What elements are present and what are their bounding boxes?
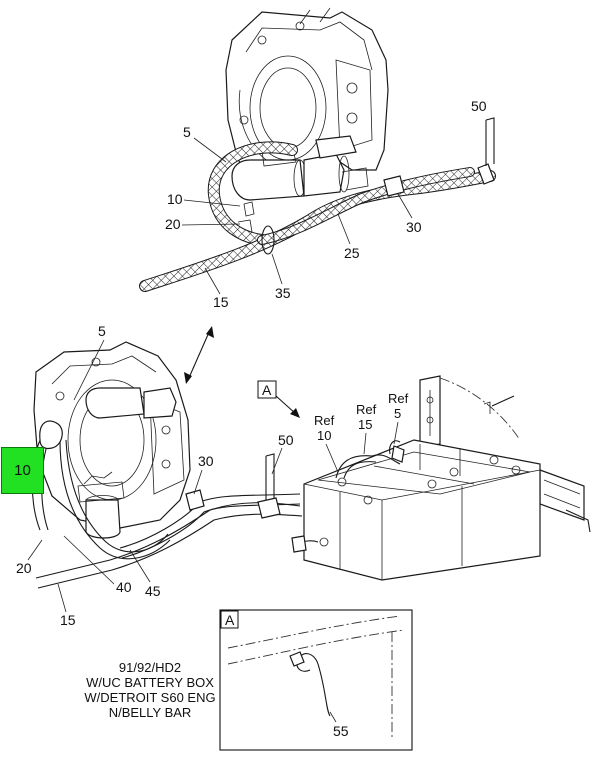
callout-top-25: 25 xyxy=(344,245,360,261)
callout-top-5: 5 xyxy=(183,124,191,140)
callout-top-15: 15 xyxy=(213,294,229,310)
callout-detail-55: 55 xyxy=(333,723,349,739)
callout-top-10: 10 xyxy=(167,191,183,207)
detail-a-label: A xyxy=(225,612,235,628)
ref-num-10: 10 xyxy=(317,428,331,443)
callout-bottom-30: 30 xyxy=(198,453,214,469)
callout-bottom-40: 40 xyxy=(116,579,132,595)
ref-num-15: 15 xyxy=(358,417,372,432)
ref-num-5: 5 xyxy=(394,406,401,421)
callout-bottom-20: 20 xyxy=(16,560,32,576)
callout-top-20: 20 xyxy=(165,216,181,232)
ref-word-5: Ref xyxy=(388,391,409,406)
callout-top-30: 30 xyxy=(406,219,422,235)
callout-bottom-15: 15 xyxy=(60,612,76,628)
ref-word-10: Ref xyxy=(314,413,335,428)
view-link-arrow xyxy=(184,326,214,384)
detail-a-view: A 55 xyxy=(219,609,413,751)
callout-bottom-5: 5 xyxy=(98,323,106,339)
callout-top-35: 35 xyxy=(275,285,291,301)
application-note: 91/92/HD2 W/UC BATTERY BOX W/DETROIT S60… xyxy=(40,660,260,720)
callout-bottom-50: 50 xyxy=(278,432,294,448)
battery-box-view: A Ref 10 Ref 15 Ref 5 xyxy=(257,375,591,581)
note-line-3: W/DETROIT S60 ENG xyxy=(84,690,216,705)
note-line-4: N/BELLY BAR xyxy=(108,705,192,720)
callout-top-50: 50 xyxy=(471,98,487,114)
top-engine-view: 5 10 20 15 35 25 30 50 xyxy=(139,7,496,310)
bottom-engine-view: 5 20 15 40 45 30 50 xyxy=(16,323,303,628)
ref-word-15: Ref xyxy=(356,402,377,417)
highlighted-callout-10[interactable]: 10 xyxy=(1,447,44,494)
note-line-2: W/UC BATTERY BOX xyxy=(86,675,214,690)
callout-bottom-45: 45 xyxy=(145,583,161,599)
highlighted-callout-label: 10 xyxy=(14,462,31,479)
detail-label-box: A xyxy=(262,382,272,398)
note-line-1: 91/92/HD2 xyxy=(118,660,182,675)
